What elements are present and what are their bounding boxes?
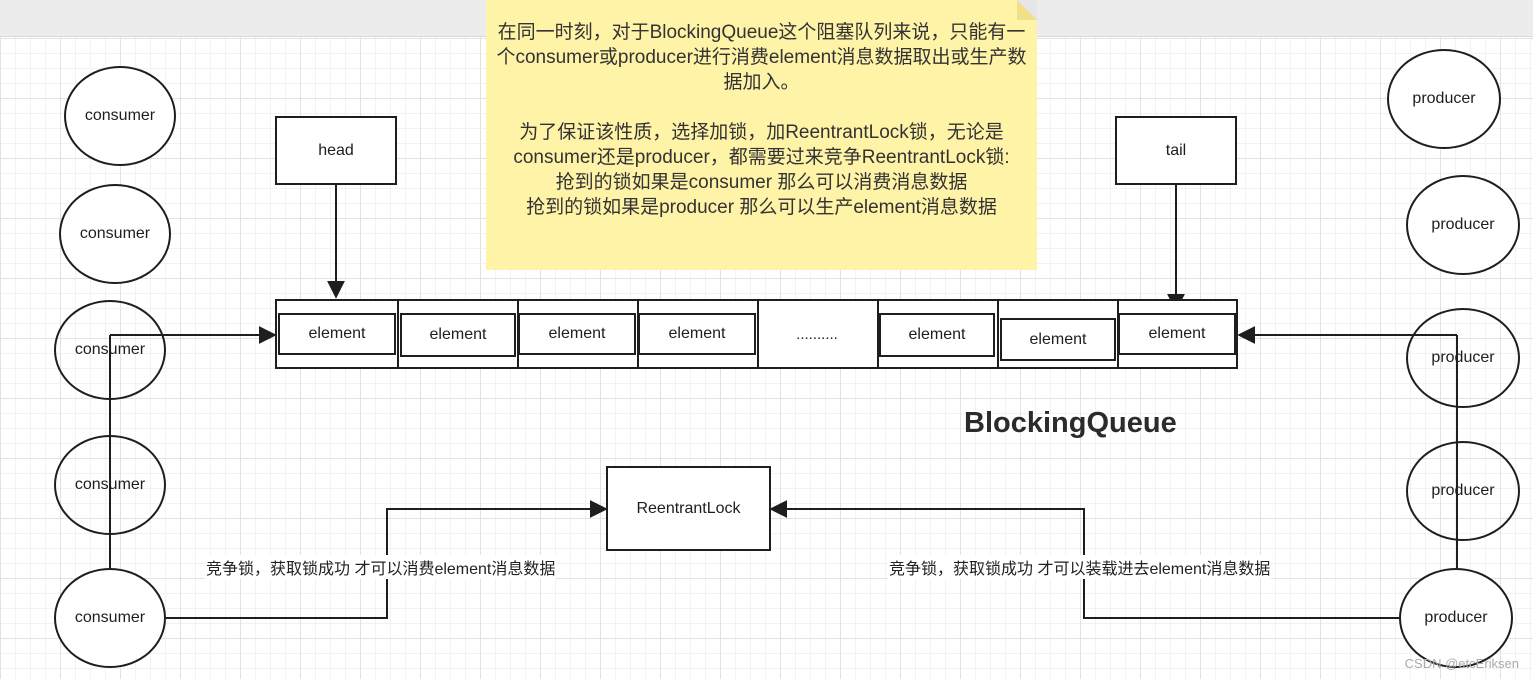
- consumer-node[interactable]: consumer: [54, 435, 166, 535]
- consumer-node[interactable]: consumer: [54, 300, 166, 400]
- producer-label: producer: [1431, 216, 1495, 233]
- queue-element-label: element: [1029, 330, 1087, 348]
- queue-element-label: element: [668, 325, 726, 342]
- consumer-label: consumer: [74, 341, 146, 358]
- queue-element-label: element: [908, 326, 966, 343]
- reentrant-lock-box[interactable]: ReentrantLock: [606, 466, 771, 551]
- producer-label: producer: [1424, 609, 1488, 626]
- tail-box[interactable]: tail: [1115, 116, 1237, 185]
- consumer-node[interactable]: consumer: [54, 568, 166, 668]
- producer-label: producer: [1431, 349, 1495, 366]
- note-line-2: 为了保证该性质，选择加锁，加ReentrantLock锁，无论是consumer…: [513, 122, 1010, 168]
- queue-element-label: element: [548, 325, 606, 342]
- queue-divider: [757, 301, 759, 367]
- queue-element[interactable]: element: [278, 313, 396, 355]
- head-box[interactable]: head: [275, 116, 397, 185]
- producer-node[interactable]: producer: [1387, 49, 1501, 149]
- watermark: CSDN @etcEriksen: [1404, 656, 1519, 671]
- queue-element-label: element: [1148, 325, 1206, 342]
- queue-element[interactable]: element: [638, 313, 756, 355]
- consumer-label: consumer: [74, 609, 146, 626]
- consumer-label: consumer: [74, 476, 146, 493]
- note-line-1: 在同一时刻，对于BlockingQueue这个阻塞队列来说，只能有一个consu…: [496, 22, 1027, 93]
- sticky-note: 在同一时刻，对于BlockingQueue这个阻塞队列来说，只能有一个consu…: [486, 0, 1037, 270]
- producer-node[interactable]: producer: [1406, 441, 1520, 541]
- queue-title: BlockingQueue: [964, 407, 1177, 439]
- consumer-node[interactable]: consumer: [64, 66, 176, 166]
- queue-element[interactable]: element: [1118, 313, 1236, 355]
- queue-element[interactable]: element: [400, 313, 516, 357]
- queue-element-label: element: [308, 325, 366, 342]
- note-corner-fold: [1017, 0, 1037, 20]
- producer-node[interactable]: producer: [1399, 568, 1513, 668]
- producer-node[interactable]: producer: [1406, 308, 1520, 408]
- producer-node[interactable]: producer: [1406, 175, 1520, 275]
- consumer-label: consumer: [84, 107, 156, 124]
- queue-element-label: element: [429, 326, 487, 343]
- consumer-label: consumer: [79, 225, 151, 242]
- queue-ellipsis: ..........: [796, 325, 838, 343]
- tail-label: tail: [1165, 141, 1187, 159]
- note-line-3: 抢到的锁如果是consumer 那么可以消费消息数据: [555, 172, 968, 193]
- queue-element[interactable]: element: [1000, 318, 1116, 361]
- queue-element[interactable]: element: [879, 313, 995, 357]
- consumer-edge-label: 竞争锁，获取锁成功 才可以消费element消息数据: [205, 555, 557, 579]
- lock-label: ReentrantLock: [636, 499, 741, 517]
- consumer-node[interactable]: consumer: [59, 184, 171, 284]
- producer-edge-label: 竞争锁，获取锁成功 才可以装载进去element消息数据: [888, 555, 1272, 579]
- head-label: head: [318, 141, 354, 159]
- queue-divider: [397, 301, 399, 367]
- producer-label: producer: [1412, 90, 1476, 107]
- blocking-queue[interactable]: element element element element element …: [275, 299, 1238, 369]
- queue-element[interactable]: element: [518, 313, 636, 355]
- queue-divider: [877, 301, 879, 367]
- queue-divider: [997, 301, 999, 367]
- producer-label: producer: [1431, 482, 1495, 499]
- note-line-4: 抢到的锁如果是producer 那么可以生产element消息数据: [526, 197, 997, 218]
